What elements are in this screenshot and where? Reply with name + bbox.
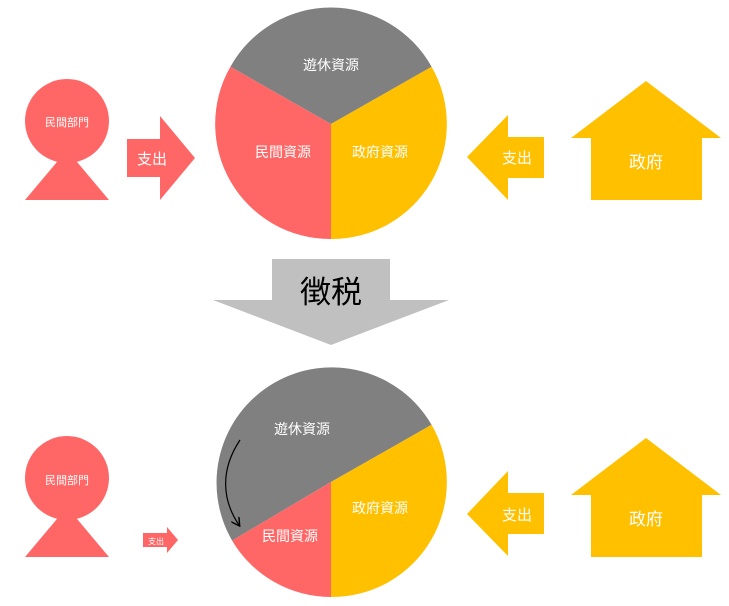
government-house-icon-bottom: 政府 bbox=[571, 438, 721, 557]
top-section: 民間部門 支出 遊休資源 民間資源 政府資源 支出 政府 bbox=[25, 7, 721, 240]
gov-resource-slice bbox=[331, 66, 447, 240]
taxation-label: 徴税 bbox=[300, 275, 362, 311]
gov-spending-label-bottom: 支出 bbox=[502, 506, 532, 524]
government-label: 政府 bbox=[629, 153, 663, 173]
taxation-arrow: 徴税 bbox=[213, 259, 449, 345]
bottom-section: 民間部門 支出 遊休資源 民間資源 政府資源 支出 政府 bbox=[25, 367, 721, 598]
private-resource-slice bbox=[215, 66, 331, 240]
gov-spending-label: 支出 bbox=[502, 149, 532, 167]
private-sector-label: 民間部門 bbox=[45, 115, 89, 129]
private-sector-label-bottom: 民間部門 bbox=[45, 473, 89, 487]
private-resource-label-bottom: 民間資源 bbox=[262, 529, 318, 545]
private-spending-label-small: 支出 bbox=[148, 536, 164, 546]
idle-resource-label-bottom: 遊休資源 bbox=[274, 422, 330, 438]
shift-arrow-icon bbox=[225, 439, 241, 525]
gov-resource-label: 政府資源 bbox=[352, 145, 408, 161]
gov-spending-arrow-bottom: 支出 bbox=[467, 471, 544, 556]
gov-resource-label-bottom: 政府資源 bbox=[352, 501, 408, 517]
idle-resource-label: 遊休資源 bbox=[303, 58, 359, 74]
idle-resource-slice bbox=[230, 7, 432, 124]
private-spending-label: 支出 bbox=[137, 150, 167, 168]
gov-resource-slice-bottom bbox=[331, 424, 447, 598]
idle-resource-slice-bottom bbox=[216, 367, 432, 541]
government-house-icon: 政府 bbox=[571, 81, 721, 200]
private-spending-arrow-small: 支出 bbox=[143, 527, 178, 553]
bottom-resource-pie: 遊休資源 民間資源 政府資源 bbox=[216, 367, 447, 598]
private-resource-label: 民間資源 bbox=[255, 145, 311, 161]
private-sector-person-icon: 民間部門 bbox=[25, 79, 109, 200]
private-resource-slice-bottom bbox=[232, 482, 331, 597]
top-resource-pie: 遊休資源 民間資源 政府資源 bbox=[215, 7, 447, 240]
private-spending-arrow: 支出 bbox=[127, 116, 195, 200]
private-sector-person-icon-bottom: 民間部門 bbox=[25, 436, 109, 557]
government-label-bottom: 政府 bbox=[629, 510, 663, 530]
gov-spending-arrow: 支出 bbox=[467, 115, 544, 200]
